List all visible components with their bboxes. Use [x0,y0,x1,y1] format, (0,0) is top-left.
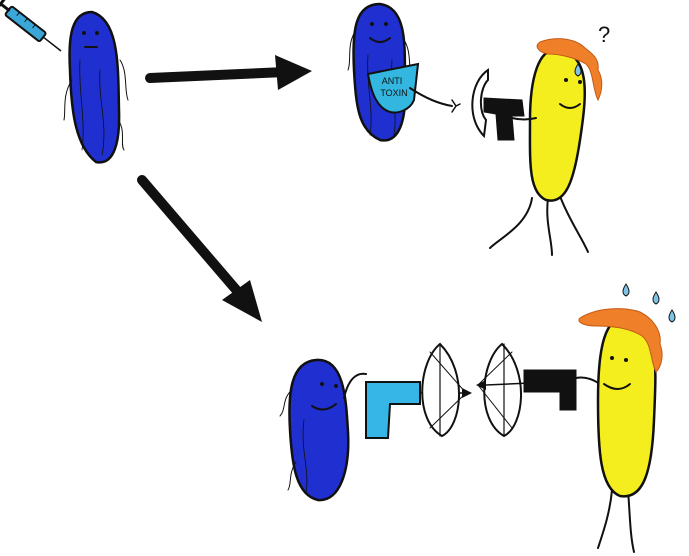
blue-bacterium-fighting [279,358,367,502]
sweat-drop [574,63,582,77]
shield-label-line1: ANTI [382,76,403,86]
blue-bacterium-injected [63,10,129,164]
toxin-gun-icon-black-small [471,68,525,141]
toxin-gun-icon-black [523,369,601,411]
arrow-right [145,55,312,90]
sweat-drop-1 [622,283,630,297]
satellite-dish-left [421,342,472,438]
sweat-drop-2 [652,291,660,305]
arrow-diagonal [137,175,262,322]
sweat-drop-3 [668,309,676,323]
yellow-bacterium-fighting [578,283,676,553]
question-mark: ? [598,22,610,47]
shield-label-line2: TOXIN [380,88,407,98]
antitoxin-shield-icon: ANTI TOXIN [366,62,461,114]
satellite-dish-right [476,342,531,438]
yellow-bacterium-worried: ? [489,22,610,256]
syringe-icon [0,0,62,52]
